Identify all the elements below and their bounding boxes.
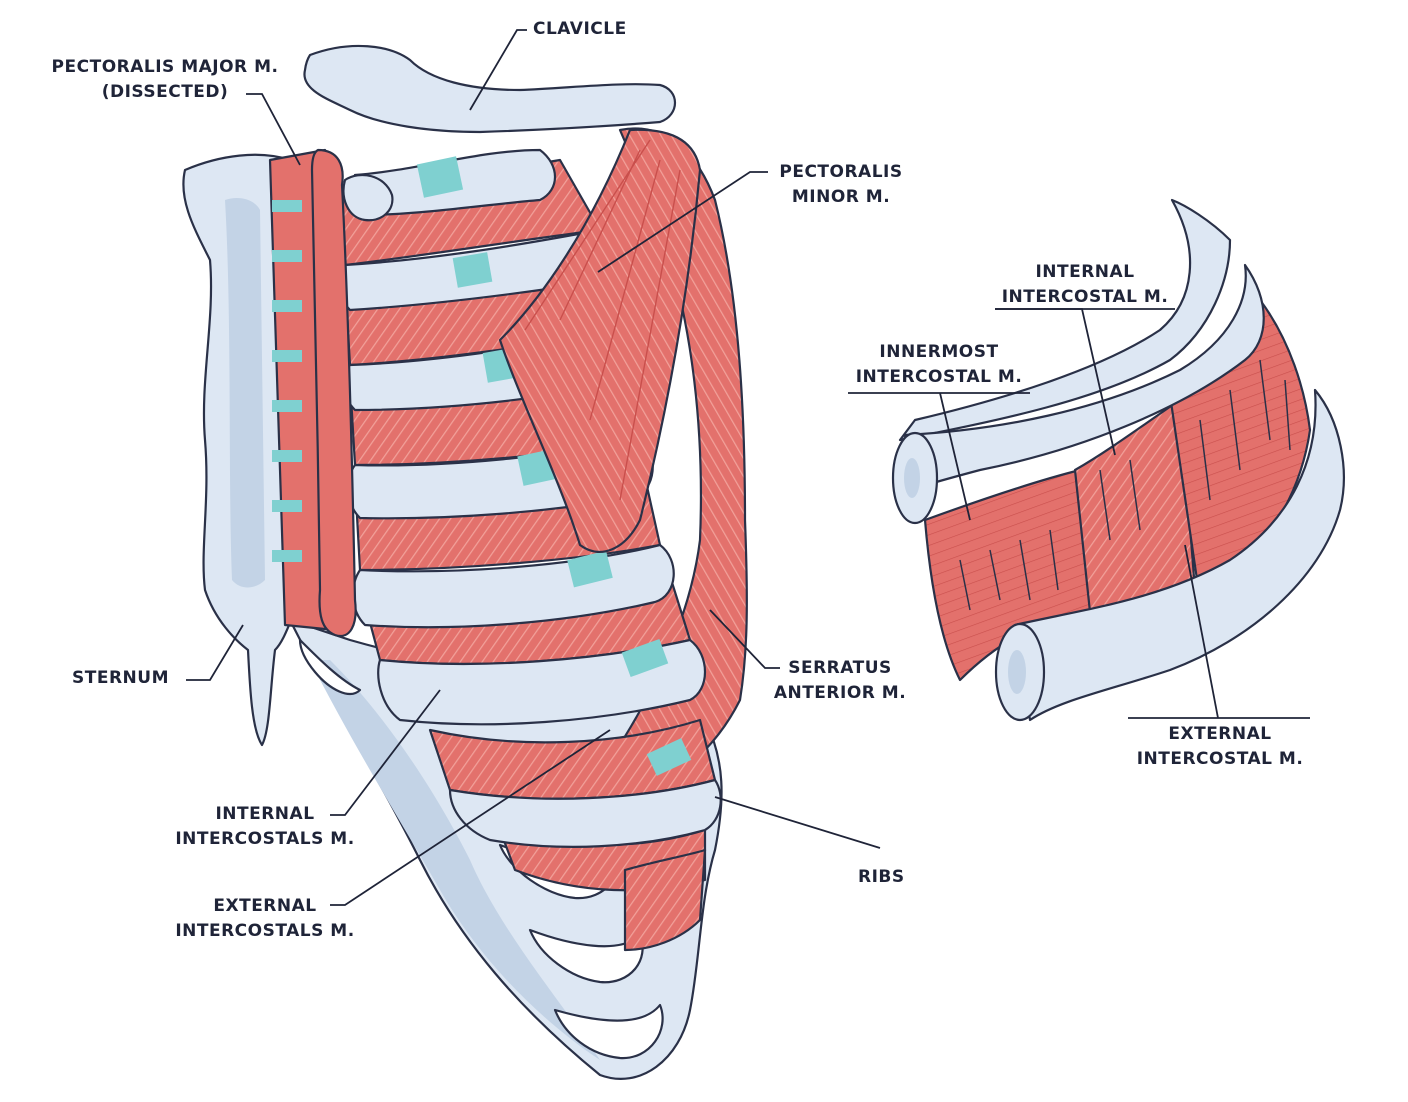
pectoralis-minor-label-line2: MINOR M. bbox=[791, 187, 891, 207]
internal-intercostals-label-line2: INTERCOSTALS M. bbox=[175, 829, 355, 849]
external-intercostals-label: EXTERNAL INTERCOSTALS M. bbox=[165, 894, 365, 944]
serratus-leader bbox=[709, 609, 780, 669]
sternal-cartilage-ticks bbox=[272, 200, 302, 562]
external-intercostal-label-line2: INTERCOSTAL M. bbox=[1136, 749, 1304, 769]
clavicle-leader bbox=[469, 29, 527, 111]
lower-rib-marrow bbox=[1008, 650, 1026, 694]
costal-gap-2 bbox=[528, 928, 644, 984]
sternum-shade bbox=[225, 198, 265, 588]
clavicle-bone bbox=[303, 44, 676, 134]
leader-lines bbox=[186, 29, 1310, 906]
internal-intercostals-leader bbox=[330, 689, 441, 816]
ribs-label: RIBS bbox=[858, 867, 905, 887]
sternum-leader bbox=[186, 624, 244, 681]
pectoralis-major-label-line2: (DISSECTED) bbox=[101, 82, 229, 102]
external-intercostal-label-line1: EXTERNAL bbox=[1168, 724, 1272, 744]
pectoralis-minor-label: PECTORALIS MINOR M. bbox=[766, 160, 916, 210]
pectoralis-minor-leader bbox=[597, 171, 768, 273]
rib-7 bbox=[448, 778, 722, 848]
pectoralis-minor-fibers bbox=[524, 139, 681, 501]
internal-intercostal-label-line2: INTERCOSTAL M. bbox=[1001, 287, 1169, 307]
serratus-anterior-label-line1: SERRATUS bbox=[788, 658, 892, 678]
external-intercostals-leader bbox=[330, 729, 611, 906]
internal-intercostals-label-line1: INTERNAL bbox=[215, 804, 315, 824]
costal-margin-shade bbox=[310, 660, 600, 1060]
external-intercostals-label-line2: INTERCOSTALS M. bbox=[175, 921, 355, 941]
clavicle-label: CLAVICLE bbox=[533, 19, 627, 39]
innermost-intercostal-label: INNERMOST INTERCOSTAL M. bbox=[848, 340, 1030, 390]
innermost-intercostal-leader bbox=[939, 392, 971, 521]
upper-rib-marrow bbox=[904, 458, 920, 498]
upper-rib-body bbox=[903, 263, 1265, 492]
serratus-anterior-muscle bbox=[608, 127, 748, 792]
external-intercostal-leader bbox=[1184, 544, 1219, 719]
pectoralis-minor-muscle bbox=[498, 128, 702, 553]
innermost-intercostal-label-line2: INTERCOSTAL M. bbox=[855, 367, 1023, 387]
pectoralis-major-label: PECTORALIS MAJOR M. (DISSECTED) bbox=[40, 55, 290, 105]
costal-gap-1 bbox=[553, 1003, 664, 1060]
pectoralis-minor-label-line1: PECTORALIS bbox=[779, 162, 903, 182]
intercostal-detail bbox=[891, 198, 1345, 722]
costal-gap-4 bbox=[298, 638, 362, 696]
pectoralis-major-leader bbox=[246, 93, 301, 166]
innermost-intercostal-label-line1: INNERMOST bbox=[879, 342, 999, 362]
internal-intercostal-label-line1: INTERNAL bbox=[1035, 262, 1135, 282]
external-intercostals-label-line1: EXTERNAL bbox=[213, 896, 317, 916]
upper-rib bbox=[898, 198, 1232, 442]
rib-cage bbox=[182, 44, 748, 1080]
intercostal-muscle-8 bbox=[623, 848, 707, 952]
serratus-anterior-label-line2: ANTERIOR M. bbox=[773, 683, 907, 703]
lower-rib bbox=[1013, 388, 1345, 722]
serratus-anterior-label: SERRATUS ANTERIOR M. bbox=[765, 656, 915, 706]
pectoralis-major-label-line1: PECTORALIS MAJOR M. bbox=[51, 57, 279, 77]
rib-6 bbox=[377, 638, 707, 726]
sternum-label: STERNUM bbox=[72, 668, 169, 688]
ribs-leader bbox=[714, 796, 881, 849]
pectoralis-major-strip bbox=[310, 148, 357, 638]
internal-intercostal-label: INTERNAL INTERCOSTAL M. bbox=[995, 260, 1175, 310]
internal-intercostals-label: INTERNAL INTERCOSTALS M. bbox=[165, 802, 365, 852]
external-intercostal-label: EXTERNAL INTERCOSTAL M. bbox=[1125, 722, 1315, 772]
first-rib-head bbox=[342, 173, 394, 222]
muscle-fibers bbox=[959, 359, 1291, 611]
